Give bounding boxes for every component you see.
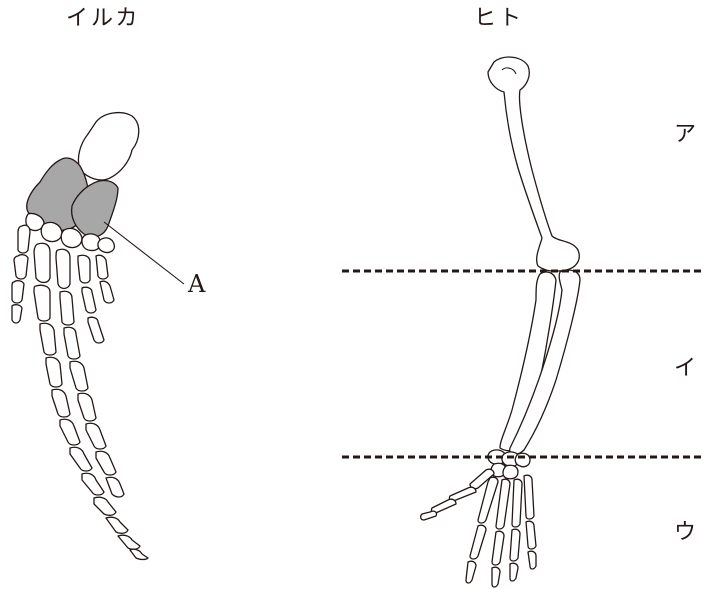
human-humerus [488, 57, 579, 271]
dolphin-flipper [12, 113, 184, 560]
dolphin-phalanx [12, 305, 22, 323]
dolphin-phalanx [18, 225, 30, 253]
dolphin-phalanx [14, 255, 28, 279]
dolphin-digit-3 [56, 249, 124, 497]
label-a-leader-line [104, 222, 184, 284]
dolphin-digit-5 [96, 255, 114, 303]
dolphin-phalanx [12, 281, 24, 303]
dolphin-humerus [78, 113, 138, 180]
dolphin-carpal [98, 238, 114, 253]
dolphin-carpal [82, 234, 100, 251]
human-arm [421, 57, 580, 587]
dolphin-carpal [61, 228, 82, 247]
dolphin-carpal [41, 222, 62, 241]
